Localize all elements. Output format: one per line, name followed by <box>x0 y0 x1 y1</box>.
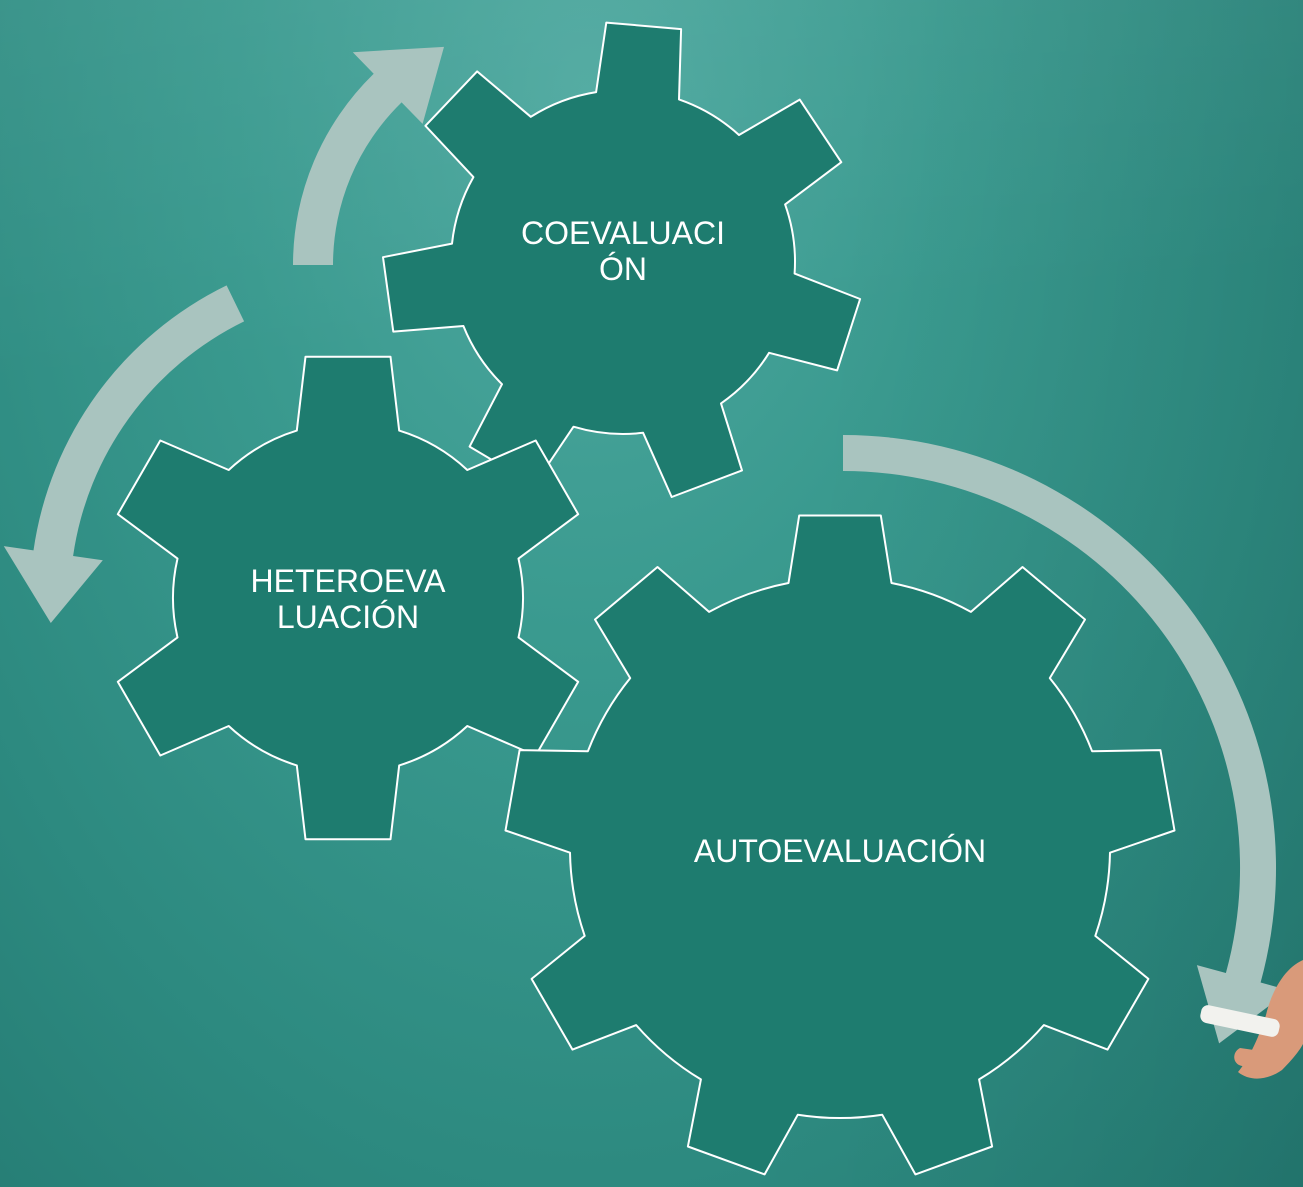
cycle-arrow-2-icon <box>3 285 245 623</box>
cycle-arrow-1-icon <box>293 46 444 266</box>
gear-label-heteroevaluacion-line2: LUACIÓN <box>277 599 419 635</box>
gear-label-coevaluacion-line1: COEVALUACI <box>521 215 725 251</box>
gear-label-coevaluacion-line2: ÓN <box>599 251 647 287</box>
gear-label-autoevaluacion: AUTOEVALUACIÓN <box>694 833 986 869</box>
gear-coevaluacion <box>382 21 862 498</box>
cycle-arrow-3-icon <box>843 435 1290 1044</box>
gear-autoevaluacion <box>504 514 1176 1176</box>
gear-heteroevaluacion <box>116 355 580 841</box>
gear-label-heteroevaluacion-line1: HETEROEVA <box>251 563 447 599</box>
hand-with-chalk-icon <box>1200 960 1303 1079</box>
